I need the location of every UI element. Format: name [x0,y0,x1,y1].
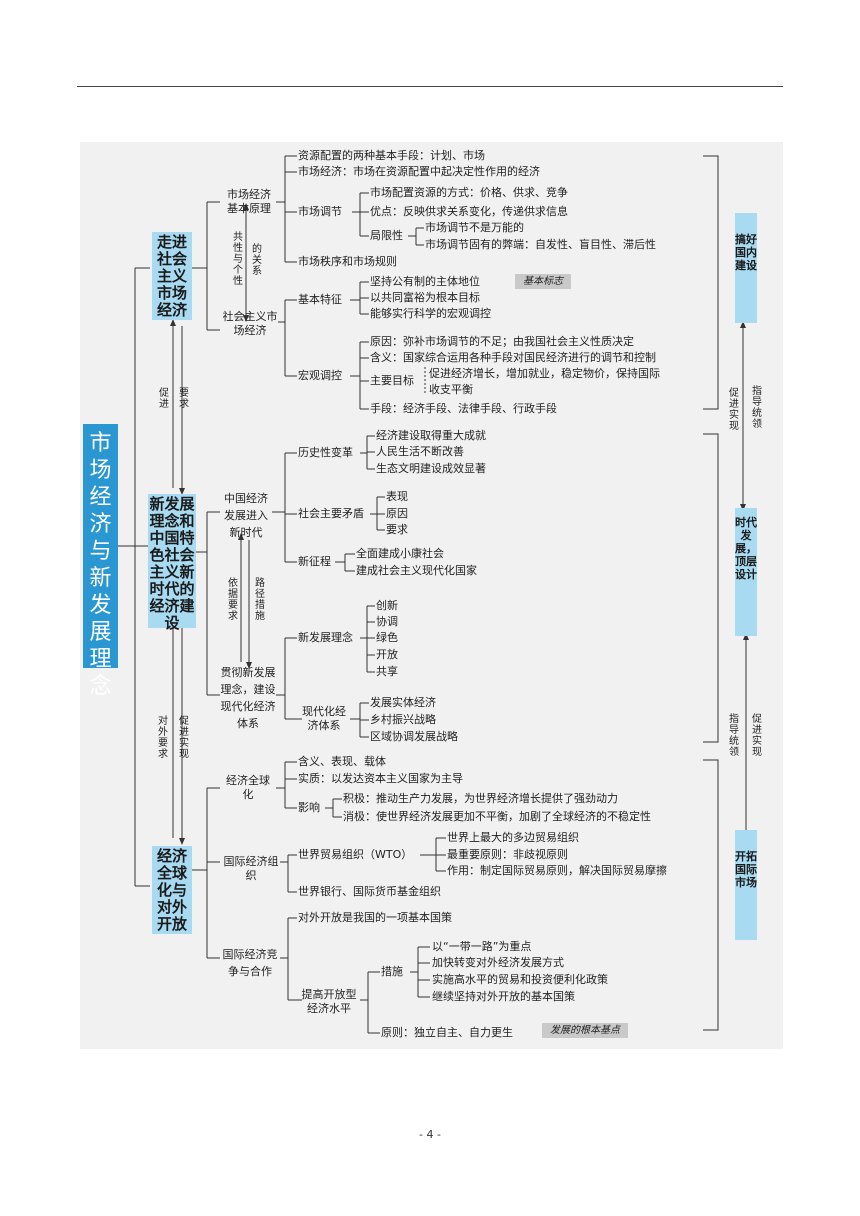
leaf-means: 资源配置的两种基本手段：计划、市场 [298,149,485,162]
leaf-hist3: 生态文明建设成效显著 [376,462,486,475]
node-contra: 社会主要矛盾 [298,507,364,520]
leaf-reg-way: 市场配置资源的方式：价格、供求、竞争 [370,186,568,199]
leaf-con1: 创新 [376,599,398,612]
center-market-economy: 走进社会主义市场经济 [152,232,192,320]
right-intl-market: 开拓国际市场 [735,830,757,940]
leaf-journey1: 全面建成小康社会 [356,547,444,560]
link-external-require: 对外要求 [158,716,168,760]
leaf-wto2: 最重要原则：非歧视原则 [447,848,568,861]
leaf-pos: 积极：推动生产力发展，为世界经济增长提供了强劲动力 [343,792,618,805]
right-domestic: 搞好国内建设 [735,213,757,323]
leaf-glob2: 实质：以发达资本主义国家为主导 [298,772,463,785]
tag-basic-mark: 基本标志 [515,274,571,289]
node-base-principle: 市场经济基本原理 [227,188,271,215]
leaf-glob1: 含义、表现、载体 [298,755,386,768]
node-new-era: 中国经济发展进入新时代 [224,492,268,539]
leaf-mac4: 手段：经济手段、法律手段、行政手段 [370,402,557,415]
leaf-m3: 实施高水平的贸易和投资便利化政策 [432,973,608,986]
rel-relation: 的关系 [252,244,262,277]
center-new-era: 新发展理念和中国特色社会主义新时代的经济建设 [148,494,196,632]
leaf-mac1: 原因：弥补市场调节的不足；由我国社会主义性质决定 [370,335,634,348]
leaf-limit1: 市场调节不是万能的 [425,221,524,234]
node-implement: 贯彻新发展理念，建设现代化经济体系 [220,666,276,730]
leaf-wb: 世界银行、国际货币基金组织 [298,885,441,898]
leaf-open: 对外开放是我国的一项基本国策 [298,911,452,924]
leaf-wto1: 世界上最大的多边贸易组织 [447,831,579,844]
link-promote-realize: 促进实现 [179,716,189,760]
right-link-promote-2: 促进实现 [752,714,762,758]
node-limit: 局限性 [370,229,403,242]
right-link-guide-1: 指导统领 [752,386,762,430]
leaf-hist1: 经济建设取得重大成就 [376,429,486,442]
leaf-order: 市场秩序和市场规则 [298,255,397,268]
node-modern: 现代化经济体系 [302,705,346,732]
header-rule [77,86,783,87]
rel-path-measures: 路径措施 [255,578,265,622]
link-promote: 促进 [159,388,169,410]
node-regulation: 市场调节 [298,205,342,218]
node-macro: 宏观调控 [298,369,342,382]
node-journey: 新征程 [298,555,331,568]
leaf-m1: 以“一带一路”为重点 [432,940,532,953]
leaf-neg: 消极：使世界经济发展更加不平衡，加剧了全球经济的不稳定性 [343,810,651,823]
leaf-feat1: 坚持公有制的主体地位 [370,275,480,288]
right-link-promote-1: 促进实现 [729,388,739,432]
leaf-contra3: 要求 [386,523,408,536]
node-org: 国际经济组织 [223,855,279,882]
leaf-con4: 开放 [376,648,398,661]
leaf-contra1: 表现 [386,490,408,503]
leaf-con2: 协调 [376,615,398,628]
node-concept: 新发展理念 [298,631,353,644]
node-mac3: 主要目标 [370,374,414,387]
leaf-mod2: 乡村振兴战略 [370,713,436,726]
leaf-journey2: 建成社会主义现代化国家 [356,564,477,577]
right-link-guide-2: 指导统领 [729,714,739,758]
leaf-mod1: 发展实体经济 [370,696,436,709]
node-raise: 提高开放型经济水平 [301,988,357,1015]
leaf-feat2: 以共同富裕为根本目标 [370,291,480,304]
leaf-con5: 共享 [376,665,398,678]
page-number: - 4 - [419,1128,441,1141]
leaf-wto3: 作用：制定国际贸易原则，解决国际贸易摩擦 [447,864,667,877]
node-comp: 国际经济竞争与合作 [222,948,278,978]
leaf-m4: 继续坚持对外开放的基本国策 [432,990,575,1003]
leaf-mac3a: 促进经济增长，增加就业，稳定物价，保持国际 [429,367,660,380]
node-effect: 影响 [298,801,320,814]
tag-fundamental-base: 发展的根本基点 [542,1023,628,1038]
node-glob: 经济全球化 [226,774,270,801]
leaf-feat3: 能够实行科学的宏观调控 [370,307,491,320]
node-features: 基本特征 [298,293,342,306]
leaf-hist2: 人民生活不断改善 [376,445,464,458]
leaf-principle: 原则：独立自主、自力更生 [381,1026,513,1039]
leaf-contra2: 原因 [386,507,408,520]
leaf-market-econ: 市场经济：市场在资源配置中起决定性作用的经济 [298,165,540,178]
node-wto: 世界贸易组织（WTO） [298,848,413,861]
leaf-mac2: 含义：国家综合运用各种手段对国民经济进行的调节和控制 [370,351,656,364]
main-title: 市场经济与新发展理念 [83,424,118,699]
node-hist: 历史性变革 [298,446,353,459]
link-require: 要求 [179,388,189,410]
leaf-mac3b: 收支平衡 [429,383,473,396]
leaf-mod3: 区域协调发展战略 [370,730,458,743]
rel-basis-requirement: 依据要求 [228,578,238,622]
leaf-m2: 加快转变对外经济发展方式 [432,956,564,969]
diagram-panel [80,142,783,1049]
center-globalization: 经济全球化与对外开放 [152,846,192,934]
right-top-design: 时代发展，顶层设计 [735,508,757,636]
rel-common-individual: 共性与个性 [233,232,243,287]
node-measures: 措施 [381,965,403,978]
node-socialist-market: 社会主义市场经济 [222,310,278,337]
leaf-con3: 绿色 [376,631,398,644]
leaf-limit2: 市场调节固有的弊端：自发性、盲目性、滞后性 [425,238,656,251]
leaf-reg-adv: 优点：反映供求关系变化，传递供求信息 [370,205,568,218]
